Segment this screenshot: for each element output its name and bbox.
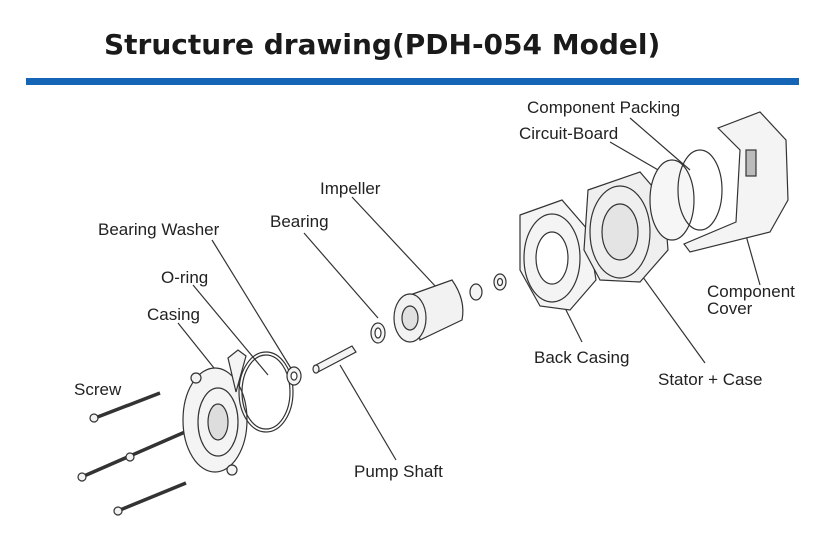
o-ring (238, 351, 294, 433)
leader-component-packing (629, 117, 691, 171)
title-underline (26, 78, 799, 85)
component-packing (677, 149, 723, 231)
screw-group (77, 391, 187, 516)
label-component-cover-line2: Cover (707, 299, 753, 318)
label-o-ring: O-ring (161, 268, 209, 287)
leader-component-cover (744, 231, 761, 286)
leader-bearing (303, 232, 379, 319)
page-title: Structure drawing(PDH-054 Model) (104, 28, 661, 61)
label-casing: Casing (147, 305, 200, 324)
impeller (393, 279, 464, 343)
casing (182, 349, 248, 476)
label-circuit-board: Circuit-Board (519, 124, 619, 143)
label-back-casing: Back Casing (534, 348, 630, 367)
screw-1 (89, 391, 161, 423)
label-component-cover-line1: Component (707, 282, 795, 301)
back-casing (519, 199, 597, 311)
screw-2 (77, 430, 186, 482)
bushings (469, 273, 507, 301)
leader-pump-shaft (339, 364, 397, 461)
leader-impeller (351, 196, 438, 289)
pump-shaft (312, 345, 357, 374)
leader-bearing-washer (211, 239, 293, 371)
label-screw: Screw (74, 380, 122, 399)
stator-case (583, 171, 669, 283)
bearing-washer (286, 366, 302, 386)
circuit-board (649, 159, 695, 241)
leader-o-ring (192, 284, 269, 376)
leader-stator-case (631, 261, 706, 364)
label-impeller: Impeller (320, 179, 381, 198)
bearing (370, 322, 386, 344)
label-pump-shaft: Pump Shaft (354, 462, 443, 481)
label-stator-case: Stator + Case (658, 370, 763, 389)
label-bearing-washer: Bearing Washer (98, 220, 220, 239)
component-cover (683, 111, 789, 253)
label-bearing: Bearing (270, 212, 329, 231)
label-component-packing: Component Packing (527, 98, 681, 117)
screw-3 (113, 481, 187, 516)
